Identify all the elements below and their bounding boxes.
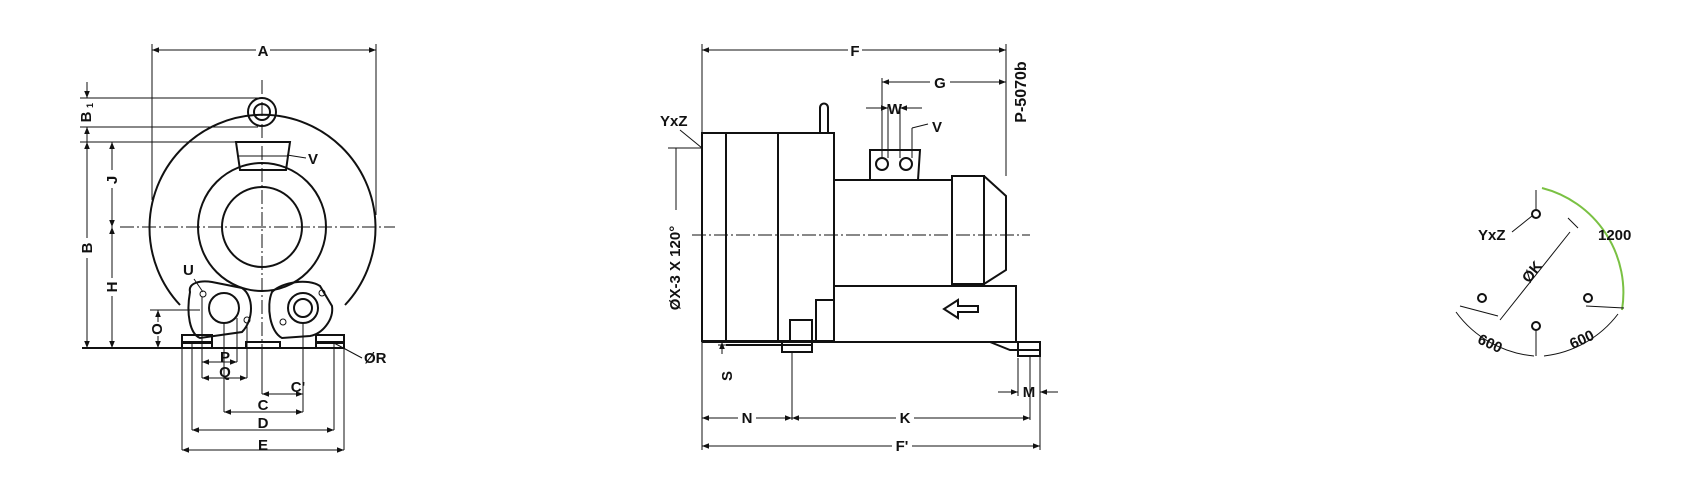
dim-b-label: B <box>79 242 96 253</box>
dim-c-prime-label: C' <box>291 379 305 396</box>
angle-right-label: 600 <box>1567 327 1597 353</box>
dim-r-label: ØR <box>364 350 387 367</box>
impeller-hub <box>221 186 303 268</box>
dim-s-label: S <box>719 371 736 381</box>
dim-d-label: D <box>258 415 269 432</box>
motor-body <box>833 179 953 287</box>
housing-section <box>725 132 779 342</box>
terminal-gland <box>875 157 889 171</box>
flange-bolt-hole <box>1531 321 1541 331</box>
flange-bolt-hole <box>1477 293 1487 303</box>
base-frame <box>833 285 1017 343</box>
angle-top-label: 1200 <box>1598 227 1631 244</box>
side-view: F G W V YxZ ØX-3 X 120° P-5070b S <box>660 43 1058 455</box>
dim-n-label: N <box>742 410 753 427</box>
dim-k-label: K <box>900 410 911 427</box>
diameter-label: ØK <box>1519 258 1546 286</box>
flow-direction-arrow <box>942 298 979 320</box>
mounting-foot <box>781 342 813 353</box>
dim-c-label: C <box>258 397 269 414</box>
terminal-box <box>869 149 922 181</box>
motor-end-cap <box>951 175 985 285</box>
dim-q-label: Q <box>219 364 231 381</box>
bolt-pattern-label: ØX-3 X 120° <box>667 226 684 310</box>
dim-o-label: O <box>149 323 166 335</box>
dim-a-label: A <box>258 43 269 60</box>
port-bolt-hole <box>199 290 207 298</box>
diameter-line <box>1499 231 1571 321</box>
inner-housing-ring <box>197 162 327 292</box>
dim-v-label: V <box>308 151 318 168</box>
motor-fan-cover <box>983 175 1007 285</box>
flange-bolt-hole <box>1531 209 1541 219</box>
dim-j-label: J <box>104 176 121 184</box>
angle-left-label: 600 <box>1475 331 1505 357</box>
angle-arc-left <box>1455 311 1535 357</box>
dim-w-label: W <box>888 101 903 118</box>
dim-h-label: H <box>104 282 121 293</box>
lifting-pin <box>819 102 829 133</box>
dim-m-label: M <box>1023 384 1036 401</box>
dim-b1-label: B <box>78 111 95 122</box>
outlet-port-lobe <box>268 280 334 340</box>
port-bolt-hole <box>279 318 287 326</box>
dim-e-label: E <box>258 437 268 454</box>
flange-bolt-hole <box>1583 293 1593 303</box>
blower-housing <box>148 113 377 306</box>
mounting-foot <box>989 341 1041 351</box>
angle-arc-right <box>1543 313 1619 357</box>
lifting-eye-inner <box>253 103 271 121</box>
dim-u-label: U <box>183 262 194 279</box>
lifting-eye <box>247 97 277 127</box>
inlet-port <box>208 292 240 324</box>
mounting-foot <box>245 341 281 348</box>
front-view: A B 1 B J H O V U ØR <box>78 43 395 454</box>
dim-b1-subscript: 1 <box>85 103 95 108</box>
dim-v-side-label: V <box>932 119 942 136</box>
dim-p-label: P <box>220 349 230 366</box>
outlet-port <box>287 292 319 324</box>
housing-section <box>777 132 835 342</box>
top-port <box>234 141 292 171</box>
terminal-gland <box>899 157 913 171</box>
dim-f-prime-label: F' <box>896 438 909 455</box>
port-bolt-hole <box>318 289 326 297</box>
dim-g-label: G <box>934 75 946 92</box>
dim-f-label: F <box>850 43 859 60</box>
dim-yxz-label: YxZ <box>660 113 688 130</box>
flange-view: ØK YxZ 1200 600 600 <box>1455 187 1631 357</box>
angle-arc-highlight <box>1541 187 1625 311</box>
front-cover <box>701 132 727 342</box>
flange-yxz-label: YxZ <box>1478 227 1506 244</box>
drawing-number: P-5070b <box>1013 61 1030 123</box>
